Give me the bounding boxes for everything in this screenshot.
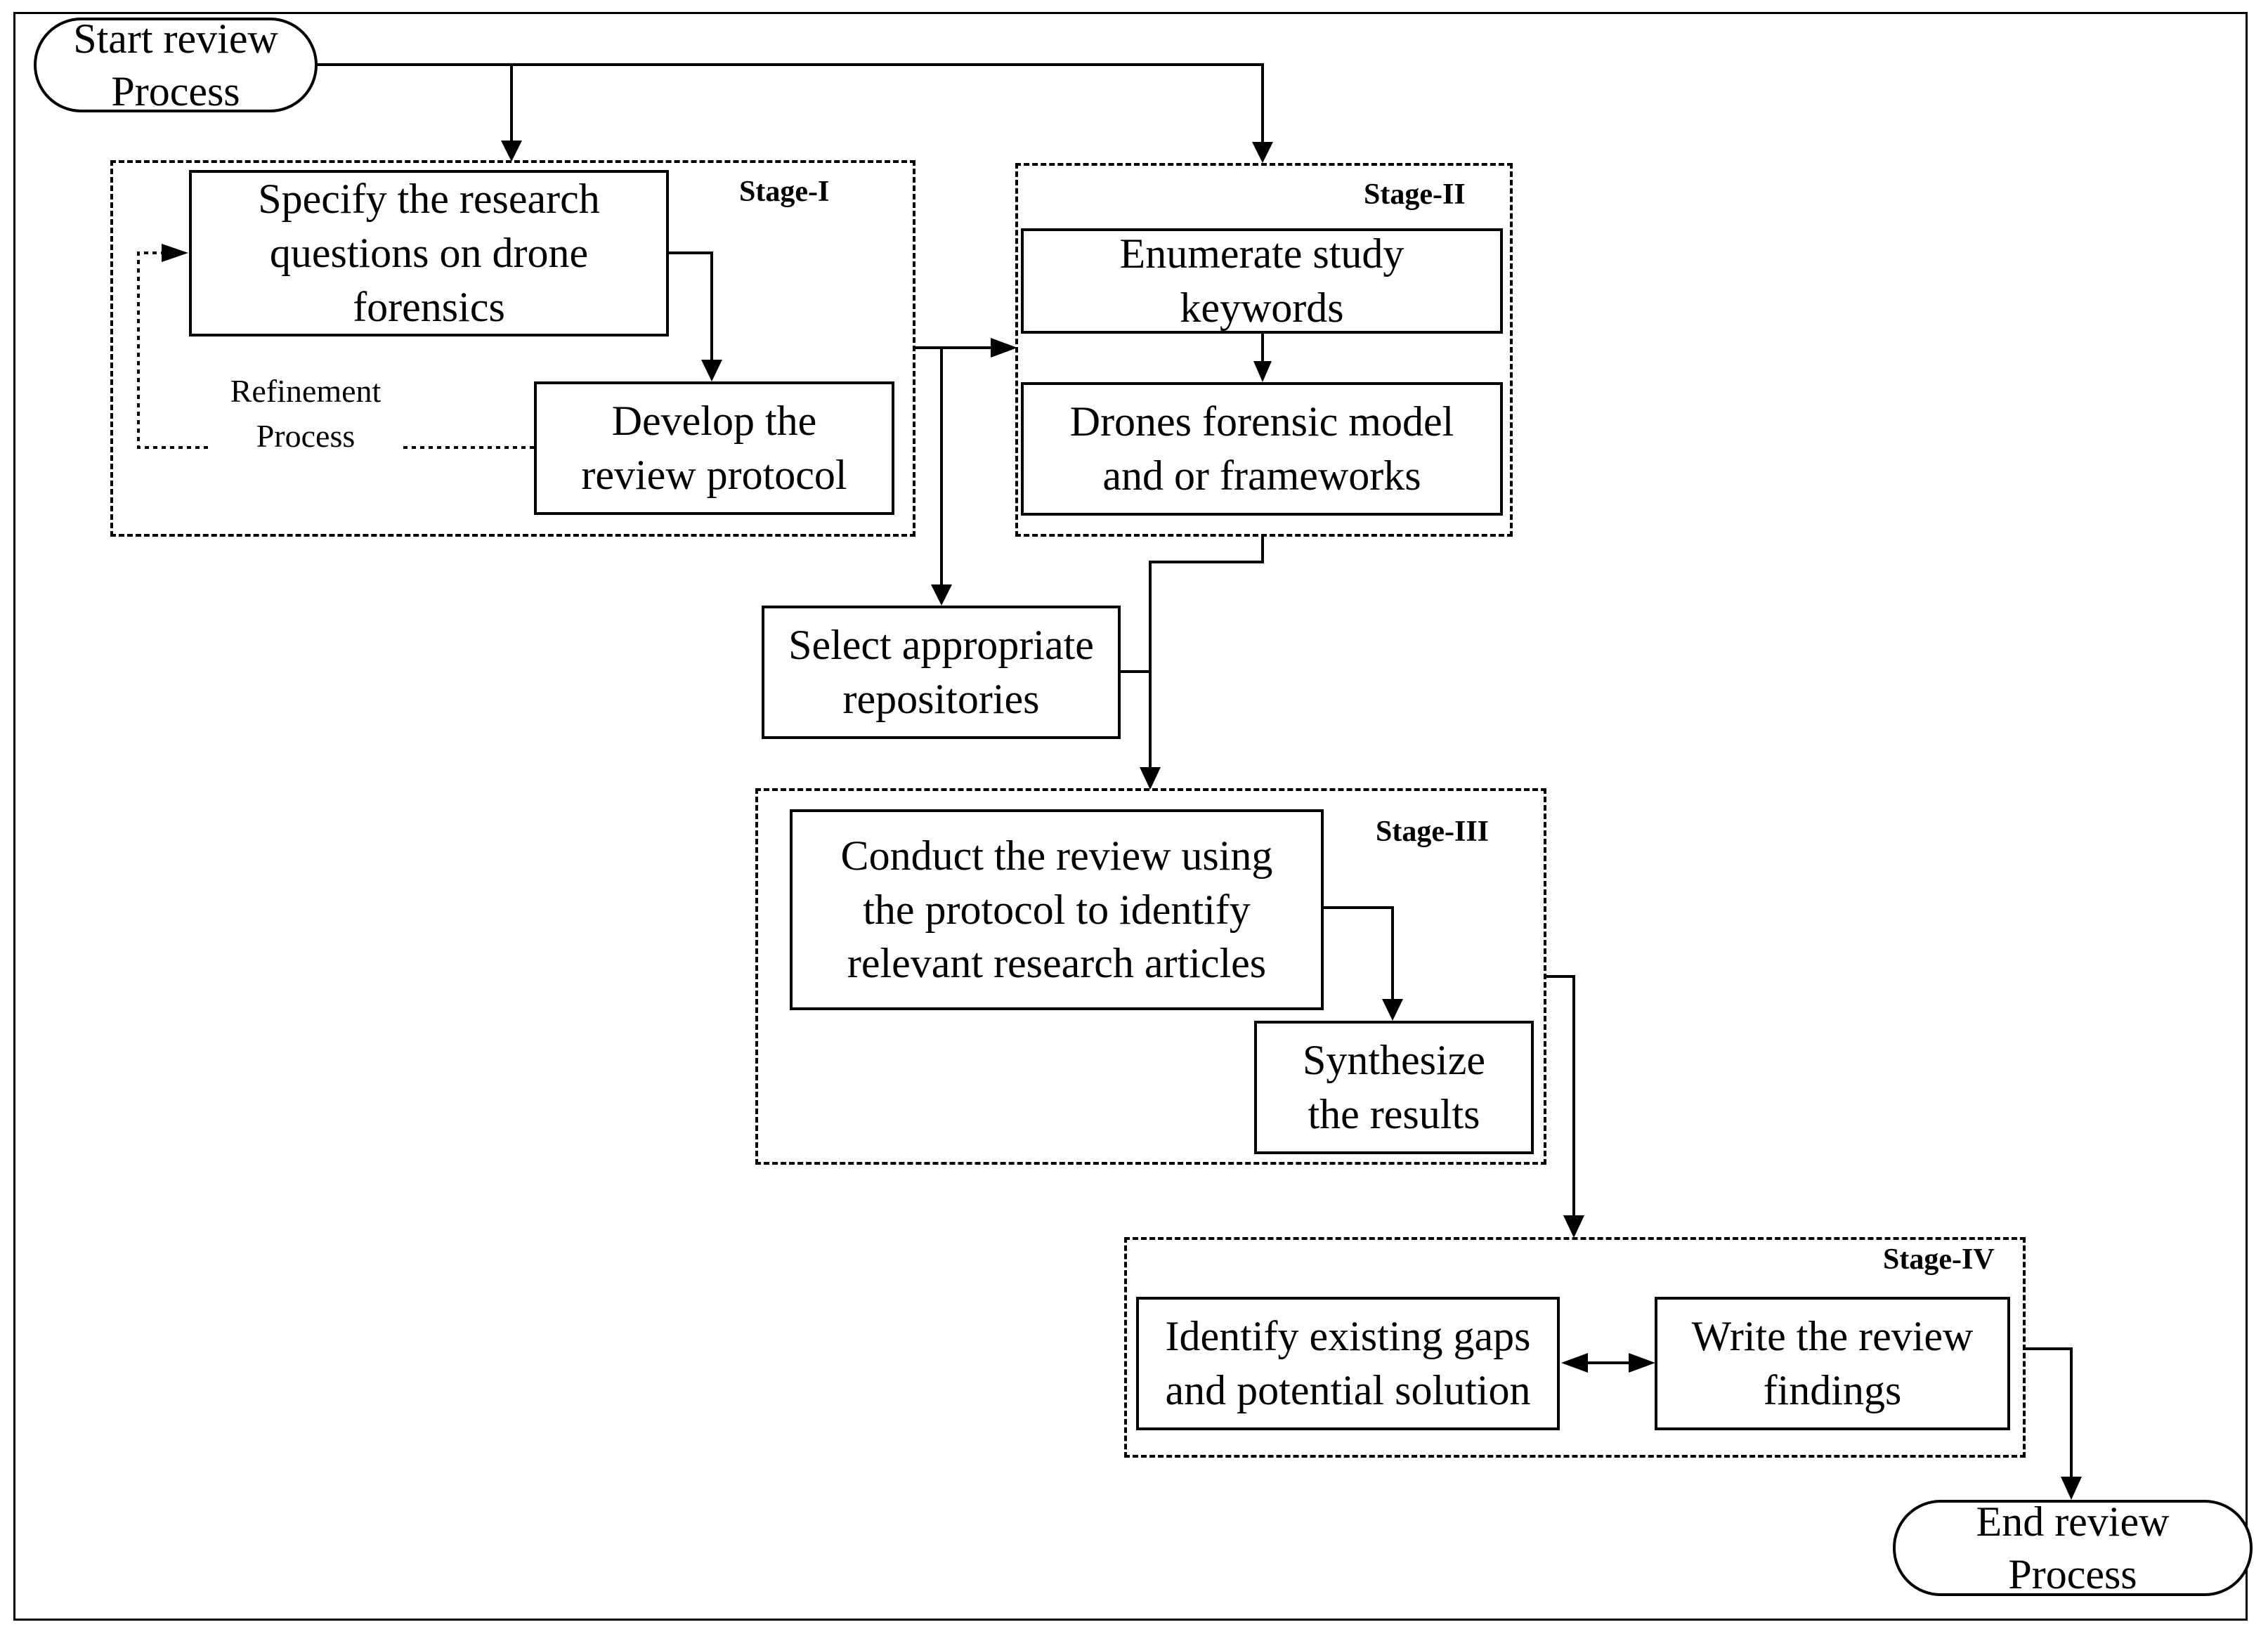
end-terminal: End review Process	[1893, 1498, 2253, 1597]
synthesize-box: Synthesize the results	[1254, 1021, 1534, 1154]
stage-1-label: Stage-I	[739, 176, 830, 208]
write-findings-box: Write the review findings	[1655, 1297, 2010, 1430]
start-terminal: Start review Process	[34, 15, 318, 115]
develop-protocol-box: Develop the review protocol	[534, 381, 894, 515]
specify-questions-box: Specify the research questions on drone …	[189, 170, 669, 336]
stage-2-label: Stage-II	[1364, 178, 1466, 211]
stage-4-label: Stage-IV	[1883, 1243, 1995, 1276]
outer-frame	[13, 12, 2248, 1621]
stage-3-container	[755, 788, 1546, 1165]
stage-1-container	[110, 160, 915, 537]
refinement-note: Refinement Process	[211, 369, 400, 459]
identify-gaps-box: Identify existing gaps and potential sol…	[1136, 1297, 1560, 1430]
stage-3-label: Stage-III	[1376, 816, 1490, 848]
drones-model-box: Drones forensic model and or frameworks	[1021, 382, 1503, 516]
enumerate-keywords-box: Enumerate study keywords	[1021, 228, 1503, 334]
stage-4-container	[1124, 1237, 2026, 1458]
select-repositories-box: Select appropriate repositories	[762, 606, 1121, 739]
conduct-review-box: Conduct the review using the protocol to…	[790, 809, 1324, 1010]
